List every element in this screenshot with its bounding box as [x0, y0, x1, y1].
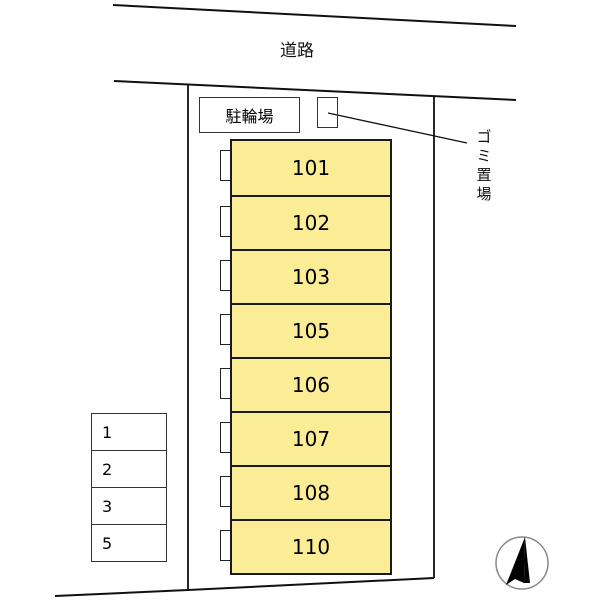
unit-108[interactable]: 108	[220, 467, 392, 521]
unit-101[interactable]: 101	[220, 139, 392, 197]
unit-107[interactable]: 107	[220, 413, 392, 467]
parking-space-3[interactable]: 3	[91, 488, 167, 525]
entrance-icon	[220, 422, 230, 453]
unit-106[interactable]: 106	[220, 359, 392, 413]
road-top-edge	[112, 4, 517, 27]
trash-area-label: ゴ ミ 置 場	[476, 128, 492, 203]
trash-leader-line	[327, 112, 468, 144]
entrance-icon	[220, 206, 230, 237]
bottom-boundary-left	[54, 589, 189, 597]
unit-110[interactable]: 110	[220, 521, 392, 575]
entrance-icon	[220, 530, 230, 561]
parking-space-5[interactable]: 5	[91, 525, 167, 562]
parking-space-1[interactable]: 1	[91, 413, 167, 451]
trash-area	[317, 97, 338, 128]
unit-103[interactable]: 103	[220, 251, 392, 305]
entrance-icon	[220, 368, 230, 399]
bicycle-parking-label: 駐輪場	[225, 107, 274, 126]
entrance-icon	[220, 476, 230, 507]
entrance-icon	[220, 314, 230, 345]
road-label: 道路	[280, 41, 314, 61]
car-parking: 1 2 3 5	[91, 413, 167, 562]
north-arrow-icon	[495, 536, 549, 590]
building: 101 102 103 105 106 107 108 110	[220, 139, 392, 575]
entrance-icon	[220, 260, 230, 291]
bicycle-parking: 駐輪場	[199, 97, 300, 133]
parking-space-2[interactable]: 2	[91, 451, 167, 488]
entrance-icon	[220, 150, 230, 181]
road-bottom-edge	[113, 80, 517, 101]
unit-102[interactable]: 102	[220, 197, 392, 251]
bottom-boundary-right	[187, 577, 435, 591]
unit-105[interactable]: 105	[220, 305, 392, 359]
